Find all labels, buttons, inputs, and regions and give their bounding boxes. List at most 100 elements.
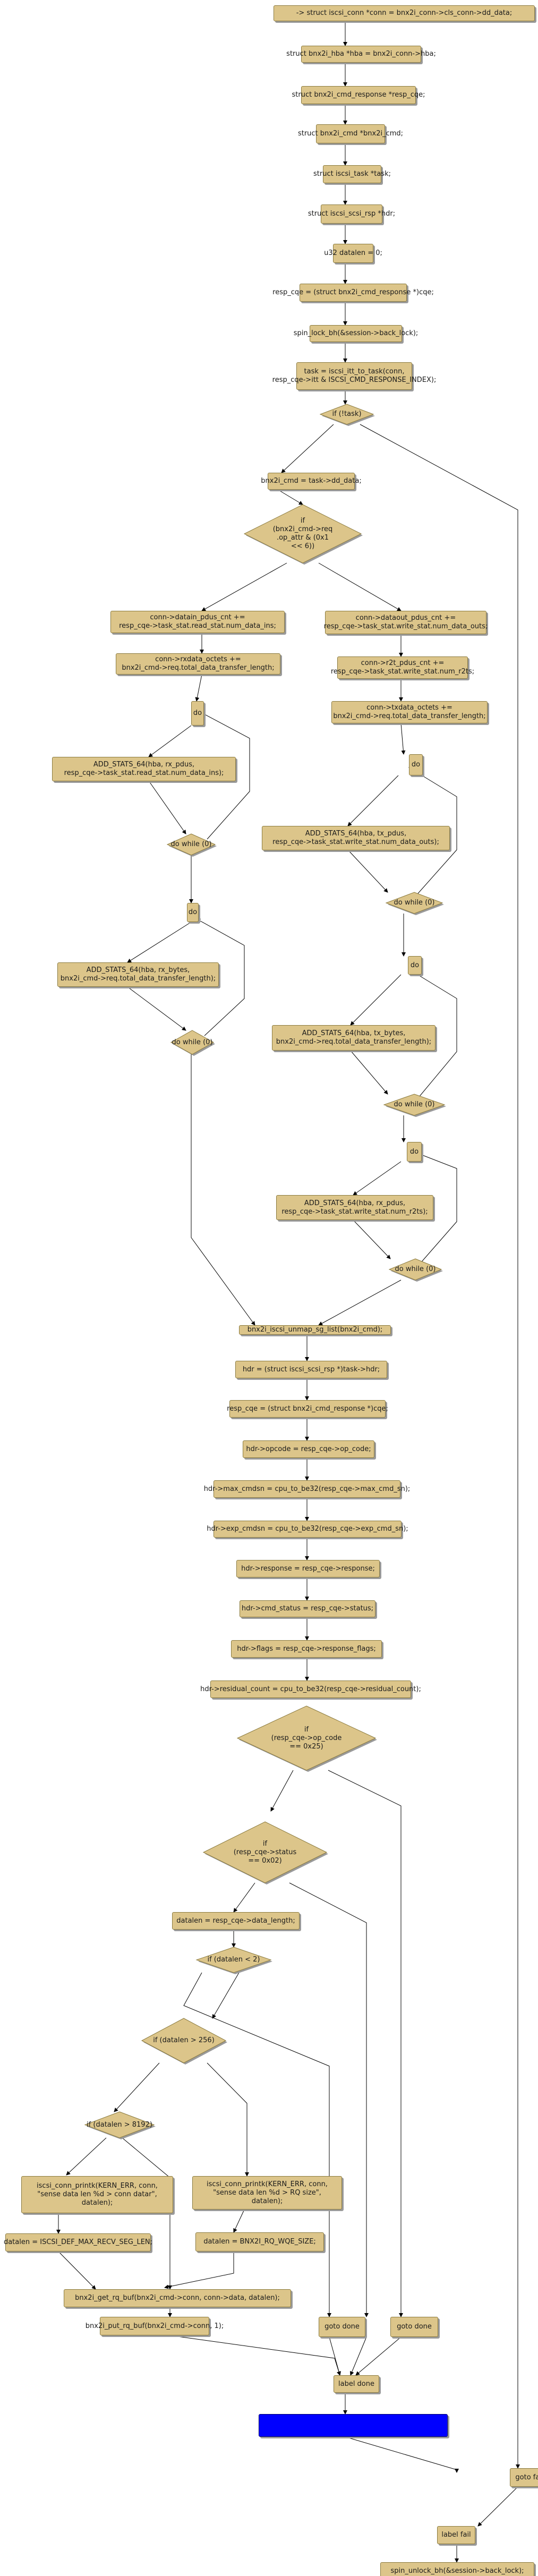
flow-node-bl — [259, 2414, 448, 2437]
decision-label: if (bnx2i_cmd->req .op_attr & (0x1 << 6)… — [272, 517, 333, 550]
flow-node-n6: struct iscsi_scsi_rsp *hdr; — [308, 204, 395, 224]
flow-node-m8: hdr->cmd_status = resp_cqe->status; — [240, 1600, 375, 1617]
edge — [360, 424, 520, 2469]
flow-node-p6: bnx2i_put_rq_buf(bnx2i_cmd->conn, 1); — [86, 2317, 224, 2335]
decision-label: if (datalen < 2) — [207, 1956, 260, 1964]
flow-node-m6: hdr->exp_cmdsn = cpu_to_be32(resp_cqe->e… — [207, 1521, 408, 1538]
flow-node-r8: ADD_STATS_64(hba, tx_bytes, bnx2i_cmd->r… — [272, 1025, 435, 1051]
diamond-shape — [166, 833, 217, 857]
edge — [212, 1972, 240, 2019]
edge — [347, 849, 388, 893]
edge — [350, 1050, 388, 1095]
diamond-shape — [236, 1705, 377, 1772]
flow-node-n8: resp_cqe = (struct bnx2i_cmd_response *)… — [272, 284, 434, 302]
flow-node-n1: -> struct iscsi_conn *conn = bnx2i_conn-… — [274, 5, 535, 21]
edge — [114, 2062, 160, 2112]
edge — [408, 969, 457, 1100]
flow-node-m1: bnx2i_iscsi_unmap_sg_list(bnx2i_cmd); — [239, 1325, 391, 1335]
edge — [122, 2137, 172, 2290]
flow-node-l7: ADD_STATS_64(hba, rx_bytes, bnx2i_cmd->r… — [57, 962, 219, 987]
edge — [318, 562, 402, 611]
edge — [350, 2336, 367, 2376]
flow-node-m3: resp_cqe = (struct bnx2i_cmd_response *)… — [227, 1400, 388, 1418]
edge — [281, 424, 334, 473]
decision-node-d1: if (!task) — [319, 404, 375, 426]
flow-node-m2: hdr = (struct iscsi_scsi_rsp *)task->hdr… — [235, 1361, 387, 1378]
decision-node-r6: do while (0) — [385, 892, 444, 915]
edge — [329, 2336, 341, 2376]
decision-label: do while (0) — [170, 840, 212, 848]
edge — [58, 2251, 96, 2290]
edge — [355, 2336, 402, 2376]
decision-node-d7: if (datalen > 8192) — [84, 2111, 156, 2139]
edge — [347, 775, 399, 826]
decision-node-l8: do while (0) — [170, 1030, 215, 1056]
edge — [191, 1054, 255, 1326]
flow-node-m5: hdr->max_cmdsn = cpu_to_be32(resp_cqe->m… — [204, 1480, 410, 1498]
flow-node-r5: ADD_STATS_64(hba, tx_pdus, resp_cqe->tas… — [262, 826, 450, 850]
flow-node-l4: ADD_STATS_64(hba, rx_pdus, resp_cqe->tas… — [52, 757, 236, 781]
flow-node-g3: goto fail — [510, 2468, 538, 2487]
flow-node-r2: conn->r2t_pdus_cnt += resp_cqe->task_sta… — [331, 656, 474, 679]
decision-label: if (datalen > 8192) — [87, 2120, 152, 2129]
flow-node-m9: hdr->flags = resp_cqe->response_flags; — [231, 1640, 382, 1658]
diamond-shape — [383, 1094, 446, 1117]
edge — [408, 1149, 457, 1265]
flow-node-p1: iscsi_conn_printk(KERN_ERR, conn, "sense… — [21, 2176, 173, 2213]
flow-node-r3: conn->txdata_octets += bnx2i_cmd->req.to… — [331, 701, 488, 723]
diamond-shape — [202, 1821, 328, 1884]
decision-label: if (datalen > 256) — [153, 2036, 215, 2044]
decision-node-r12: do while (0) — [388, 1258, 443, 1282]
flow-node-n4: struct bnx2i_cmd *bnx2i_cmd; — [298, 124, 403, 143]
diamond-shape — [170, 1030, 215, 1056]
edge — [164, 2251, 234, 2289]
edge — [127, 922, 192, 963]
decision-node-r9: do while (0) — [383, 1094, 446, 1117]
edge — [195, 674, 202, 702]
edge — [201, 562, 287, 611]
flow-node-lf: label fail — [437, 2526, 475, 2544]
flow-node-n2: struct bnx2i_hba *hba = bnx2i_conn->hba; — [286, 46, 436, 63]
decision-node-d6: if (datalen > 256) — [141, 2018, 227, 2065]
decision-label: do while (0) — [394, 1101, 435, 1108]
flow-node-p5: bnx2i_get_rq_buf(bnx2i_cmd->conn, conn->… — [64, 2289, 291, 2307]
edge — [169, 2335, 341, 2376]
flow-node-r1: conn->dataout_pdus_cnt += resp_cqe->task… — [324, 611, 488, 634]
edge — [350, 974, 402, 1026]
edge — [196, 918, 245, 1036]
decision-label: if (resp_cqe->op_code == 0x25) — [271, 1725, 342, 1751]
flow-node-l3: do — [191, 701, 204, 726]
decision-label: do while (0) — [395, 1265, 436, 1273]
flow-node-p2: iscsi_conn_printk(KERN_ERR, conn, "sense… — [192, 2176, 342, 2210]
edge — [270, 1770, 294, 1812]
flow-node-r10: do — [407, 1142, 422, 1162]
flow-node-l6: do — [187, 903, 199, 922]
edge — [408, 767, 457, 898]
decision-label: do while (0) — [172, 1038, 213, 1046]
flow-node-un: spin_unlock_bh(&session->back_lock); — [380, 2562, 534, 2576]
diamond-shape — [141, 2018, 227, 2065]
decision-label: do while (0) — [394, 899, 435, 907]
edge — [276, 488, 303, 505]
flow-node-r11: ADD_STATS_64(hba, rx_pdus, resp_cqe->tas… — [276, 1195, 433, 1220]
flow-node-n5: struct iscsi_task *task; — [313, 165, 391, 183]
flow-node-n10: task = iscsi_itt_to_task(conn, resp_cqe-… — [272, 362, 436, 390]
edge — [328, 1770, 403, 2317]
decision-node-d2: if (bnx2i_cmd->req .op_attr & (0x1 << 6)… — [243, 504, 363, 565]
flow-node-g1: goto done — [319, 2317, 365, 2337]
diamond-shape — [243, 504, 363, 565]
flow-node-l1: conn->datain_pdus_cnt += resp_cqe->task_… — [110, 611, 285, 633]
flow-node-m7: hdr->response = resp_cqe->response; — [236, 1560, 380, 1577]
edge — [233, 1882, 255, 1913]
edge — [289, 1882, 369, 2317]
flow-node-r4: do — [409, 754, 423, 775]
flow-node-p4: datalen = BNX2I_RQ_WQE_SIZE; — [195, 2232, 324, 2251]
flow-node-n7: u32 datalen = 0; — [324, 244, 382, 263]
edge — [148, 780, 186, 834]
decision-node-d3: if (resp_cqe->op_code == 0x25) — [236, 1705, 377, 1772]
flow-node-n9: spin_lock_bh(&session->back_lock); — [294, 325, 418, 342]
flow-node-n3: struct bnx2i_cmd_response *resp_cqe; — [292, 86, 425, 104]
edge — [233, 2209, 245, 2233]
